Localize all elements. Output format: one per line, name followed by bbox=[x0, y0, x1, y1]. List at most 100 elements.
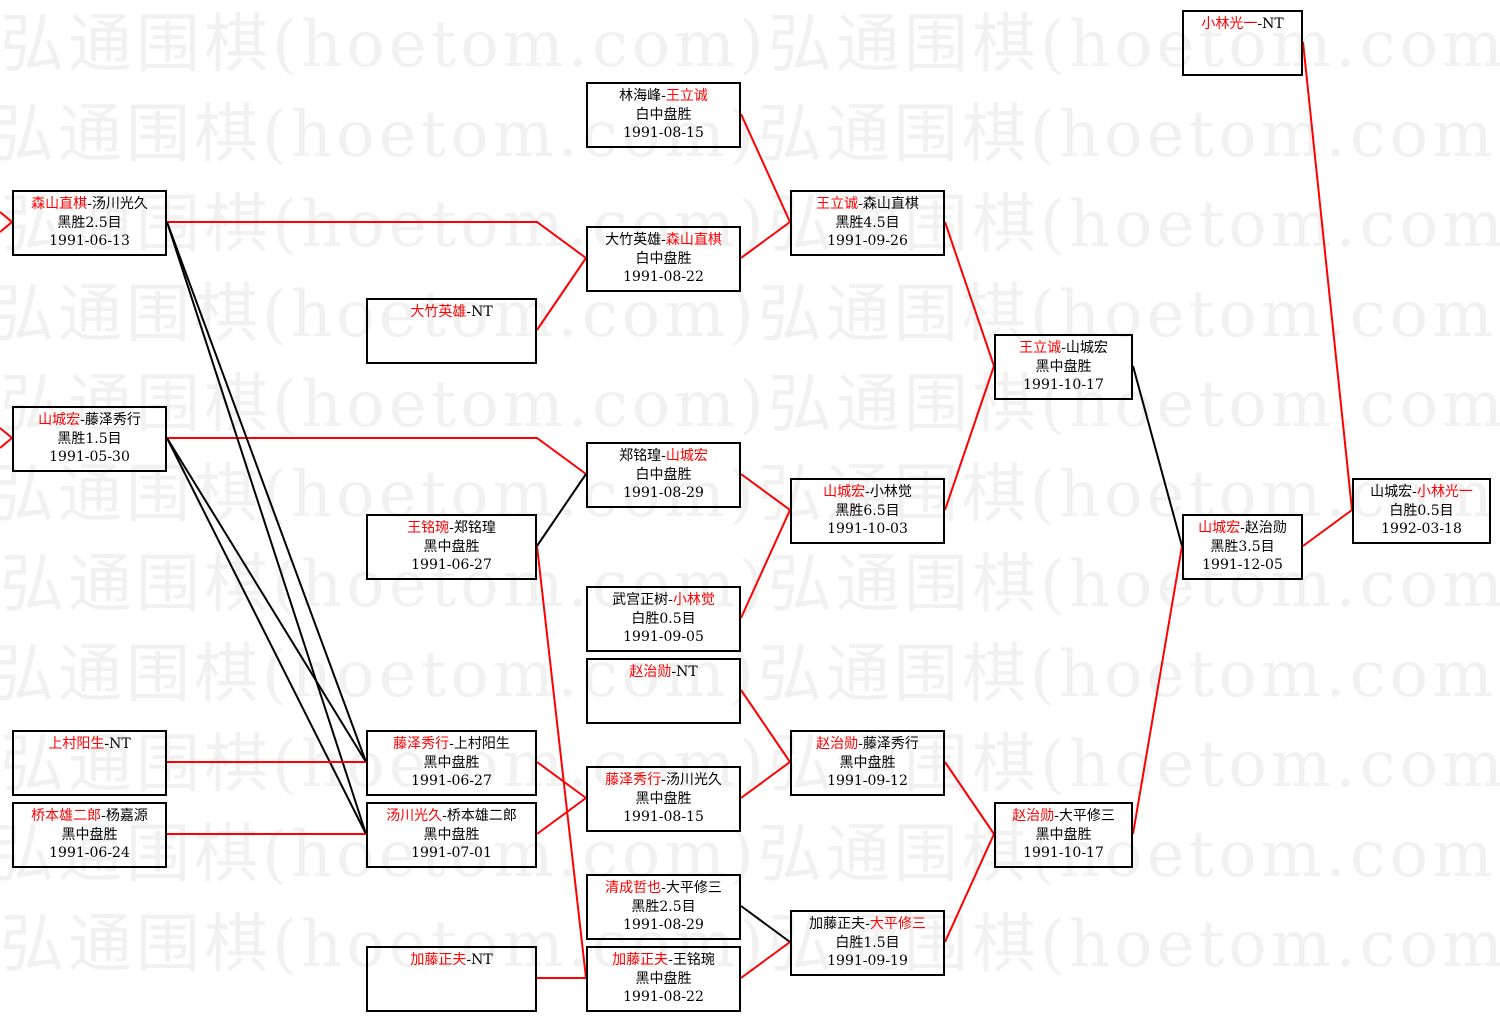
match-date: 1991-09-26 bbox=[827, 233, 908, 249]
player-1-name: 汤川光久 bbox=[386, 808, 443, 824]
match-result: 黑胜6.5目 bbox=[835, 502, 900, 519]
player-separator: - bbox=[80, 412, 85, 428]
match-players: 山城宏-藤泽秀行 bbox=[14, 411, 165, 430]
player-separator: - bbox=[865, 916, 870, 932]
bracket-connector bbox=[536, 797, 587, 835]
player-1-name: 大竹英雄 bbox=[605, 232, 662, 248]
match-result: 白胜1.5目 bbox=[835, 934, 900, 951]
match-result: 黑胜1.5目 bbox=[57, 430, 122, 447]
match-result: 黑中盘胜 bbox=[1035, 358, 1092, 375]
player-separator: - bbox=[858, 736, 863, 752]
bracket-connector bbox=[740, 509, 791, 619]
match-result: 白胜0.5目 bbox=[1389, 502, 1454, 519]
player-2-name: NT bbox=[676, 664, 698, 680]
match-players: 小林光一-NT bbox=[1184, 15, 1301, 34]
player-separator: - bbox=[661, 448, 666, 464]
player-separator: - bbox=[87, 196, 92, 212]
match-date: 1991-09-12 bbox=[827, 773, 908, 789]
player-separator: - bbox=[449, 736, 454, 752]
player-2-name: 王铭琬 bbox=[672, 952, 715, 968]
match-players: 林海峰-王立诚 bbox=[588, 87, 739, 106]
player-separator: - bbox=[466, 952, 472, 968]
match-players: 赵治勋-NT bbox=[588, 663, 739, 682]
player-separator: - bbox=[1240, 520, 1245, 536]
player-2-name: 大平修三 bbox=[665, 880, 722, 896]
match-box: 赵治勋-NT bbox=[586, 658, 741, 724]
player-2-name: NT bbox=[471, 304, 493, 320]
bracket-connector bbox=[1302, 41, 1353, 511]
match-result: 白中盘胜 bbox=[635, 250, 692, 267]
match-date: 1991-09-05 bbox=[623, 629, 704, 645]
player-1-name: 山城宏 bbox=[38, 412, 81, 428]
bracket-connector bbox=[740, 941, 791, 979]
player-2-name: 藤泽秀行 bbox=[862, 736, 919, 752]
match-date: 1991-06-13 bbox=[49, 233, 130, 249]
bracket-connector bbox=[536, 257, 587, 331]
bracket-connector bbox=[167, 221, 587, 259]
match-players: 藤泽秀行-上村阳生 bbox=[368, 735, 535, 754]
match-date: 1991-08-22 bbox=[623, 989, 704, 1005]
player-1-name: 山城宏 bbox=[1198, 520, 1241, 536]
player-2-name: 赵治勋 bbox=[1244, 520, 1287, 536]
match-box: 大竹英雄-NT bbox=[366, 298, 537, 364]
match-result: 黑中盘胜 bbox=[635, 790, 692, 807]
player-1-name: 加藤正夫 bbox=[612, 952, 669, 968]
player-1-name: 王立诚 bbox=[816, 196, 859, 212]
player-separator: - bbox=[1412, 484, 1417, 500]
bracket-connector bbox=[740, 761, 791, 799]
player-1-name: 王立诚 bbox=[1019, 340, 1062, 356]
match-date: 1991-10-17 bbox=[1023, 377, 1104, 393]
bracket-connector bbox=[166, 437, 367, 835]
bracket-connector bbox=[1132, 365, 1183, 547]
match-date: 1991-05-30 bbox=[49, 449, 130, 465]
match-players: 桥本雄二郎-杨嘉源 bbox=[14, 807, 165, 826]
match-result: 黑胜2.5目 bbox=[631, 898, 696, 915]
player-1-name: 桥本雄二郎 bbox=[31, 808, 102, 824]
match-players: 赵治勋-藤泽秀行 bbox=[792, 735, 943, 754]
player-2-name: 森山直棋 bbox=[665, 232, 722, 248]
player-separator: - bbox=[449, 520, 454, 536]
player-1-name: 加藤正夫 bbox=[410, 952, 467, 968]
player-1-name: 赵治勋 bbox=[629, 664, 672, 680]
match-result: 黑中盘胜 bbox=[635, 970, 692, 987]
match-result: 黑胜2.5目 bbox=[57, 214, 122, 231]
match-result: 黑中盘胜 bbox=[61, 826, 118, 843]
player-2-name: 大平修三 bbox=[1058, 808, 1115, 824]
bracket-connector bbox=[1302, 509, 1353, 547]
player-separator: - bbox=[1061, 340, 1066, 356]
match-date: 1991-12-05 bbox=[1202, 557, 1283, 573]
match-players: 赵治勋-大平修三 bbox=[996, 807, 1131, 826]
bracket-connector bbox=[740, 113, 791, 223]
player-2-name: 山城宏 bbox=[1065, 340, 1108, 356]
match-result: 黑中盘胜 bbox=[423, 826, 480, 843]
match-players: 大竹英雄-森山直棋 bbox=[588, 231, 739, 250]
player-separator: - bbox=[104, 736, 110, 752]
match-players: 上村阳生-NT bbox=[14, 735, 165, 754]
match-box: 山城宏-藤泽秀行黑胜1.5目 1991-05-30 bbox=[12, 406, 167, 472]
player-1-name: 藤泽秀行 bbox=[393, 736, 450, 752]
player-1-name: 王铭琬 bbox=[407, 520, 450, 536]
player-1-name: 小林光一 bbox=[1201, 16, 1258, 32]
player-2-name: 山城宏 bbox=[665, 448, 708, 464]
player-separator: - bbox=[1257, 16, 1263, 32]
player-separator: - bbox=[661, 88, 666, 104]
bracket-connector bbox=[166, 221, 367, 835]
player-2-name: 小林光一 bbox=[1416, 484, 1473, 500]
match-result: 黑中盘胜 bbox=[1035, 826, 1092, 843]
match-box: 王立诚-山城宏黑中盘胜 1991-10-17 bbox=[994, 334, 1133, 400]
match-players: 加藤正夫-大平修三 bbox=[792, 915, 943, 934]
player-separator: - bbox=[661, 880, 666, 896]
bracket-connector bbox=[536, 545, 587, 979]
match-players: 清成哲也-大平修三 bbox=[588, 879, 739, 898]
match-players: 大竹英雄-NT bbox=[368, 303, 535, 322]
match-date: 1991-06-27 bbox=[411, 557, 492, 573]
